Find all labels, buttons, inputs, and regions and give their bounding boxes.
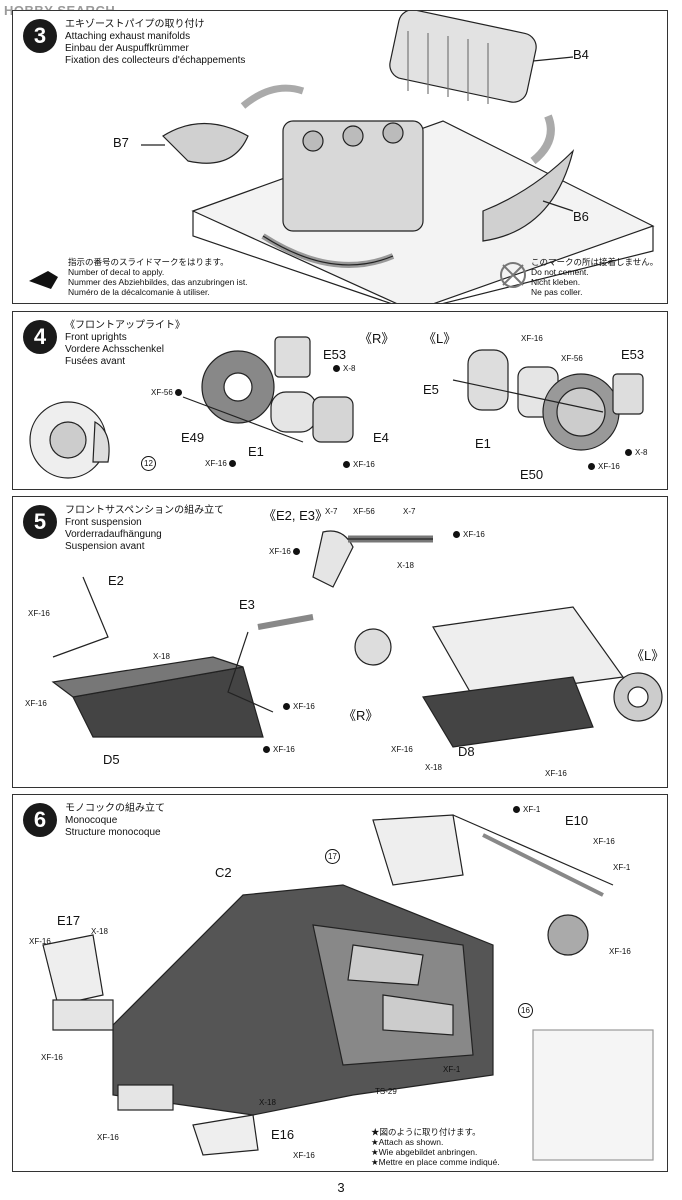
screw-x18-b: X-18	[425, 763, 442, 772]
step-title: モノコックの組み立て Monocoque Structure monocoque	[65, 803, 165, 838]
step-number: 3	[23, 19, 57, 53]
step-number: 4	[23, 320, 57, 354]
screw-xf16-e: XF-16	[609, 947, 631, 956]
screw-xf16-a: XF-16	[205, 459, 239, 468]
screw-xf16-c: XF-16	[97, 1133, 119, 1142]
part-label-e49: E49	[181, 430, 205, 445]
step-number: 6	[23, 803, 57, 837]
screw-x18-inset: X-18	[397, 561, 414, 570]
screw-x8-r: X-8	[333, 364, 355, 373]
part-label-d8: D8	[458, 744, 475, 759]
exhaust-engine-illustration	[29, 11, 655, 303]
screw-xf16-top: XF-16	[521, 334, 543, 343]
screw-x7-a: X-7	[325, 507, 338, 516]
part-label-e3: E3	[239, 597, 255, 612]
part-label-e4: E4	[373, 430, 389, 445]
part-label-e53-l: E53	[621, 347, 645, 362]
part-label-b6: B6	[573, 209, 589, 224]
screw-xf1-b: XF-1	[613, 863, 631, 872]
screw-xf56-r: XF-56	[151, 388, 185, 397]
decal-17: 17	[325, 849, 340, 864]
part-label-e17: E17	[57, 913, 81, 928]
decal-12: 12	[141, 456, 156, 471]
screw-xf16-inset-r: XF-16	[453, 530, 485, 539]
screw-xf16-b: XF-16	[41, 1053, 63, 1062]
screw-ts29: TS-29	[375, 1087, 397, 1096]
side-label-r: 《R》	[359, 331, 395, 346]
screw-xf16-b: XF-16	[25, 699, 47, 708]
screw-xf16-c: XF-16	[283, 702, 315, 711]
step-title: 《フロントアップライト》 Front uprights Vordere Achs…	[65, 320, 185, 367]
part-label-e53-r: E53	[323, 347, 347, 362]
inset-label: 《E2, E3》	[263, 508, 329, 523]
page-number: 3	[337, 1180, 345, 1195]
screw-xf16-b: XF-16	[343, 460, 375, 469]
step-number: 5	[23, 505, 57, 539]
screw-xf16-c: XF-16	[588, 462, 620, 471]
screw-x18-b: X-18	[259, 1098, 276, 1107]
side-label-l: 《L》	[423, 331, 457, 346]
front-suspension-illustration	[51, 530, 663, 748]
decal-16: 16	[518, 1003, 533, 1018]
part-label-d5: D5	[103, 752, 120, 767]
screw-xf16-a: XF-16	[29, 937, 51, 946]
screw-x8-l: X-8	[625, 448, 647, 457]
step-4-panel: 4 《フロントアップライト》 Front uprights Vordere Ac…	[12, 311, 668, 490]
screw-xf16-d: XF-16	[593, 837, 615, 846]
screw-xf16-f: XF-16	[293, 1151, 315, 1160]
screw-xf16-d: XF-16	[263, 745, 295, 754]
screw-xf1-c: XF-1	[443, 1065, 461, 1074]
screw-x18-a: X-18	[91, 927, 108, 936]
part-label-l: 《L》	[631, 648, 665, 663]
screw-xf56-l: XF-56	[561, 354, 583, 363]
step-title: エキゾーストパイプの取り付け Attaching exhaust manifol…	[65, 19, 246, 66]
screw-xf16-f: XF-16	[545, 769, 567, 778]
part-label-e5: E5	[423, 382, 439, 397]
front-uprights-illustration	[29, 336, 644, 479]
part-label-e16: E16	[271, 1127, 295, 1142]
attach-note: ★図のように取り付けます。 ★Attach as shown. ★Wie abg…	[371, 1127, 500, 1167]
step-5-panel: 5 フロントサスペンションの組み立て Front suspension Vord…	[12, 496, 668, 788]
screw-x18-a: X-18	[153, 652, 170, 661]
part-label-b7: B7	[113, 135, 129, 150]
part-label-e1-l: E1	[475, 436, 491, 451]
decal-note: 指示の番号のスライドマークをはります。 Number of decal to a…	[68, 257, 248, 297]
screw-xf16-inset-l: XF-16	[269, 547, 303, 556]
step-6-panel: 6 モノコックの組み立て Monocoque Structure monocoq…	[12, 794, 668, 1172]
step-title: フロントサスペンションの組み立て Front suspension Vorder…	[65, 505, 225, 552]
screw-x7-b: X-7	[403, 507, 416, 516]
part-label-e1-r: E1	[248, 444, 264, 459]
cement-note: このマークの所は接着しません。 Do not cement. Nicht kle…	[531, 257, 659, 297]
screw-xf1-a: XF-1	[513, 805, 540, 814]
monocoque-illustration	[42, 814, 654, 1161]
part-label-e50: E50	[520, 467, 544, 482]
part-label-b4: B4	[573, 47, 589, 62]
part-label-e10: E10	[565, 813, 589, 828]
part-label-c2: C2	[215, 865, 232, 880]
screw-xf56: XF-56	[353, 507, 375, 516]
screw-xf16-a: XF-16	[28, 609, 50, 618]
screw-xf16-e: XF-16	[391, 745, 413, 754]
part-label-e2: E2	[108, 573, 124, 588]
step-3-panel: 3 エキゾーストパイプの取り付け Attaching exhaust manif…	[12, 10, 668, 304]
part-label-r: 《R》	[343, 708, 379, 723]
